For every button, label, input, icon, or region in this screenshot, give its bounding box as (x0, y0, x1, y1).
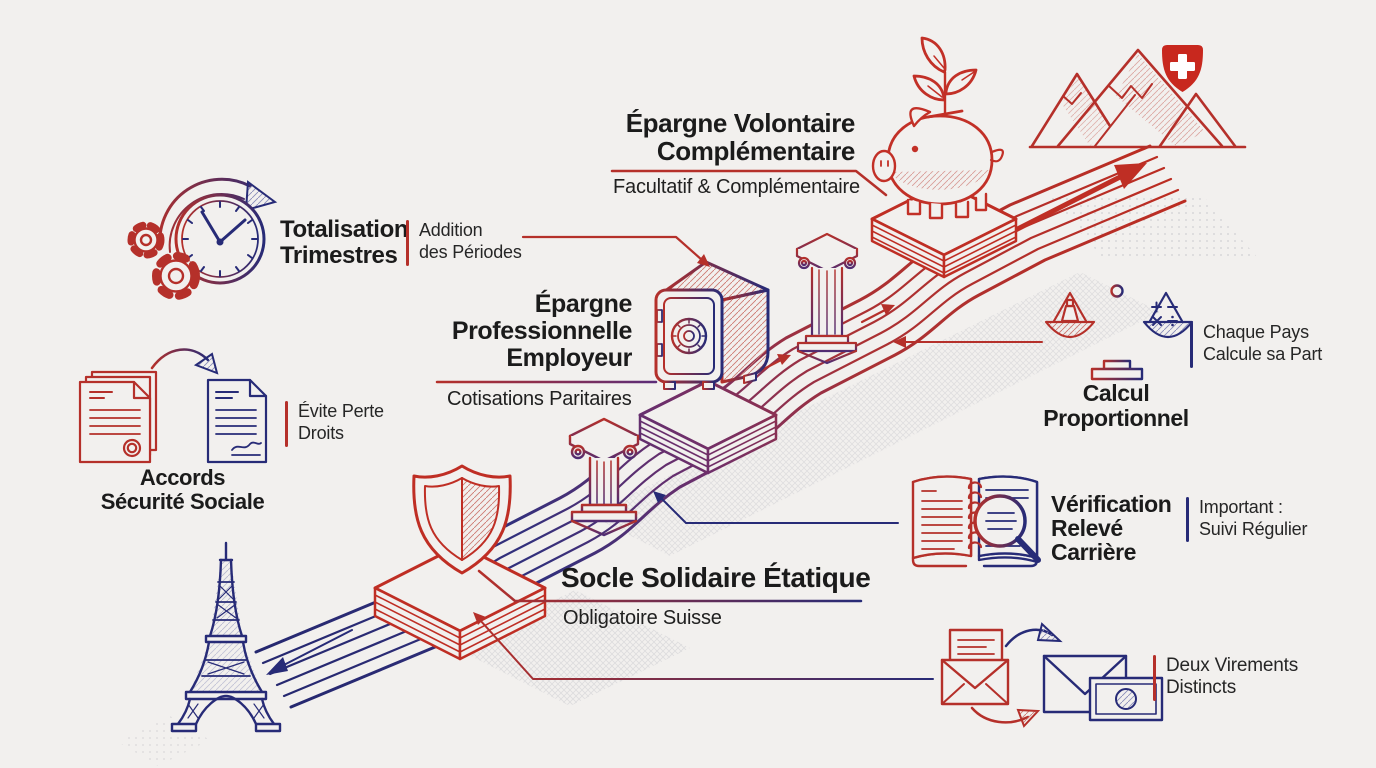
swiss-shield-icon (1162, 45, 1203, 92)
label-totalisation: Totalisation Trimestres (280, 217, 408, 269)
label-obligatoire-suisse: Obligatoire Suisse (563, 607, 722, 629)
envelopes-money-icon (940, 622, 1164, 728)
note-text: Deux Virements Distincts (1166, 655, 1299, 698)
label-line: Accords (139, 465, 226, 490)
label-line: Trimestres (280, 242, 398, 269)
label-accords: Accords Sécurité Sociale (75, 466, 290, 514)
eiffel-tower-icon (170, 541, 282, 733)
label-line: Épargne (534, 290, 633, 318)
label-calcul-proportionnel: Calcul Proportionnel (1026, 381, 1206, 431)
callout-lines (435, 169, 1043, 680)
note-divider (285, 401, 288, 447)
note-divider (1153, 655, 1156, 701)
documents-transfer-icon (78, 348, 268, 464)
note-evite-perte: Évite Perte Droits (285, 401, 384, 447)
label-line: Totalisation (280, 216, 409, 243)
note-text: Important : Suivi Régulier (1199, 497, 1308, 539)
shield-icon (412, 464, 512, 575)
note-divider (406, 220, 409, 266)
label-line: Relevé (1051, 515, 1123, 541)
safe-icon (654, 260, 770, 390)
label-line: Proportionnel (1043, 405, 1189, 431)
label-line: Complémentaire (656, 136, 856, 166)
ionic-column-icon (795, 232, 859, 365)
mountains-icon (1028, 48, 1247, 149)
label-epargne-volontaire: Épargne Volontaire Complémentaire (597, 108, 856, 166)
label-verification-releve: Vérification Relevé Carrière (1051, 491, 1172, 565)
note-divider (1186, 497, 1189, 542)
platform-socle (373, 543, 547, 661)
note-text: Chaque Pays Calcule sa Part (1203, 322, 1323, 364)
label-line: Épargne Volontaire (625, 108, 856, 138)
piggy-bank-plant-icon (871, 36, 1004, 220)
note-suivi-regulier: Important : Suivi Régulier (1186, 497, 1307, 542)
note-divider (1190, 322, 1193, 368)
label-line: Calcul (1082, 380, 1150, 406)
label-line: Employeur (506, 344, 632, 372)
label-line: Carrière (1051, 539, 1137, 565)
gears-clock-arrow-icon (127, 177, 278, 300)
note-text: Addition des Périodes (419, 220, 522, 262)
label-line: Sécurité Sociale (100, 489, 265, 514)
platform-epargne-pro (638, 379, 778, 475)
label-cotisations-paritaires: Cotisations Paritaires (447, 388, 632, 410)
note-deux-virements: Deux Virements Distincts (1153, 655, 1298, 701)
label-epargne-professionnelle: Épargne Professionnelle Employeur (420, 290, 633, 372)
label-socle-solidaire: Socle Solidaire Étatique (561, 562, 871, 593)
ionic-column-icon (568, 417, 640, 537)
note-text: Évite Perte Droits (298, 401, 384, 443)
label-line: Vérification (1051, 491, 1172, 517)
note-chaque-pays: Chaque Pays Calcule sa Part (1190, 322, 1322, 368)
label-facultatif: Facultatif & Complémentaire (613, 176, 860, 198)
note-addition-periodes: Addition des Périodes (406, 220, 522, 266)
career-booklet-magnifier-icon (911, 475, 1041, 568)
label-line: Professionnelle (451, 317, 633, 345)
